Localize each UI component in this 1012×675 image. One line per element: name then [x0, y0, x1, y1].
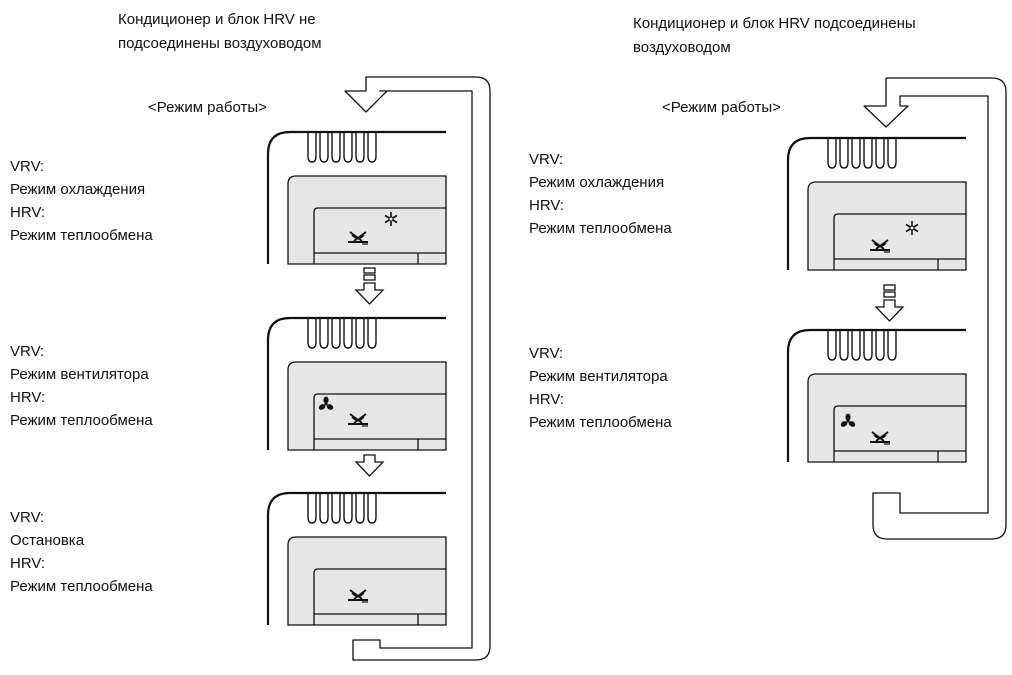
- state-line: Режим теплообмена: [529, 220, 672, 237]
- state-line: VRV:: [529, 345, 564, 362]
- right-state-2-description: VRV: Режим вентилятора HRV: Режим теплоо…: [529, 342, 672, 434]
- right-panel-2: [786, 328, 968, 464]
- state-line: Режим теплообмена: [10, 412, 153, 429]
- state-line: Режим теплообмена: [529, 414, 672, 431]
- state-line: HRV:: [10, 204, 46, 221]
- left-panel-3: [266, 491, 448, 627]
- state-line: VRV:: [529, 151, 564, 168]
- left-header-line-2: подсоединены воздуховодом: [118, 35, 322, 52]
- left-panel-2: [266, 316, 448, 452]
- right-loop-pipe: [863, 77, 1007, 540]
- right-panel-1: [786, 136, 968, 272]
- right-header-line-1: Кондиционер и блок HRV подсоединены: [633, 15, 916, 32]
- left-mode-label: <Режим работы>: [148, 99, 267, 116]
- left-header-line-1: Кондиционер и блок HRV не: [118, 11, 316, 28]
- left-arrow-1: [354, 267, 385, 305]
- state-line: VRV:: [10, 343, 45, 360]
- left-header: Кондиционер и блок HRV не подсоединены в…: [118, 8, 322, 56]
- left-panel-1: [266, 130, 448, 266]
- state-line: HRV:: [10, 389, 46, 406]
- left-state-1-description: VRV: Режим охлаждения HRV: Режим теплооб…: [10, 155, 153, 247]
- state-line: Режим вентилятора: [529, 368, 668, 385]
- state-line: HRV:: [10, 555, 46, 572]
- state-line: Режим теплообмена: [10, 227, 153, 244]
- right-arrow-1: [874, 284, 905, 322]
- state-line: Режим охлаждения: [529, 174, 665, 191]
- right-mode-label: <Режим работы>: [662, 99, 781, 116]
- state-line: Остановка: [10, 532, 85, 549]
- state-line: VRV:: [10, 158, 45, 175]
- state-line: VRV:: [10, 509, 45, 526]
- right-header-line-2: воздуховодом: [633, 39, 731, 56]
- left-state-2-description: VRV: Режим вентилятора HRV: Режим теплоо…: [10, 340, 153, 432]
- state-line: Режим вентилятора: [10, 366, 149, 383]
- state-line: HRV:: [529, 197, 565, 214]
- left-arrow-2: [354, 454, 385, 477]
- right-header: Кондиционер и блок HRV подсоединены возд…: [633, 12, 916, 60]
- left-state-3-description: VRV: Остановка HRV: Режим теплообмена: [10, 506, 153, 598]
- state-line: Режим охлаждения: [10, 181, 146, 198]
- state-line: Режим теплообмена: [10, 578, 153, 595]
- right-state-1-description: VRV: Режим охлаждения HRV: Режим теплооб…: [529, 148, 672, 240]
- state-line: HRV:: [529, 391, 565, 408]
- left-loop-pipe: [344, 76, 491, 661]
